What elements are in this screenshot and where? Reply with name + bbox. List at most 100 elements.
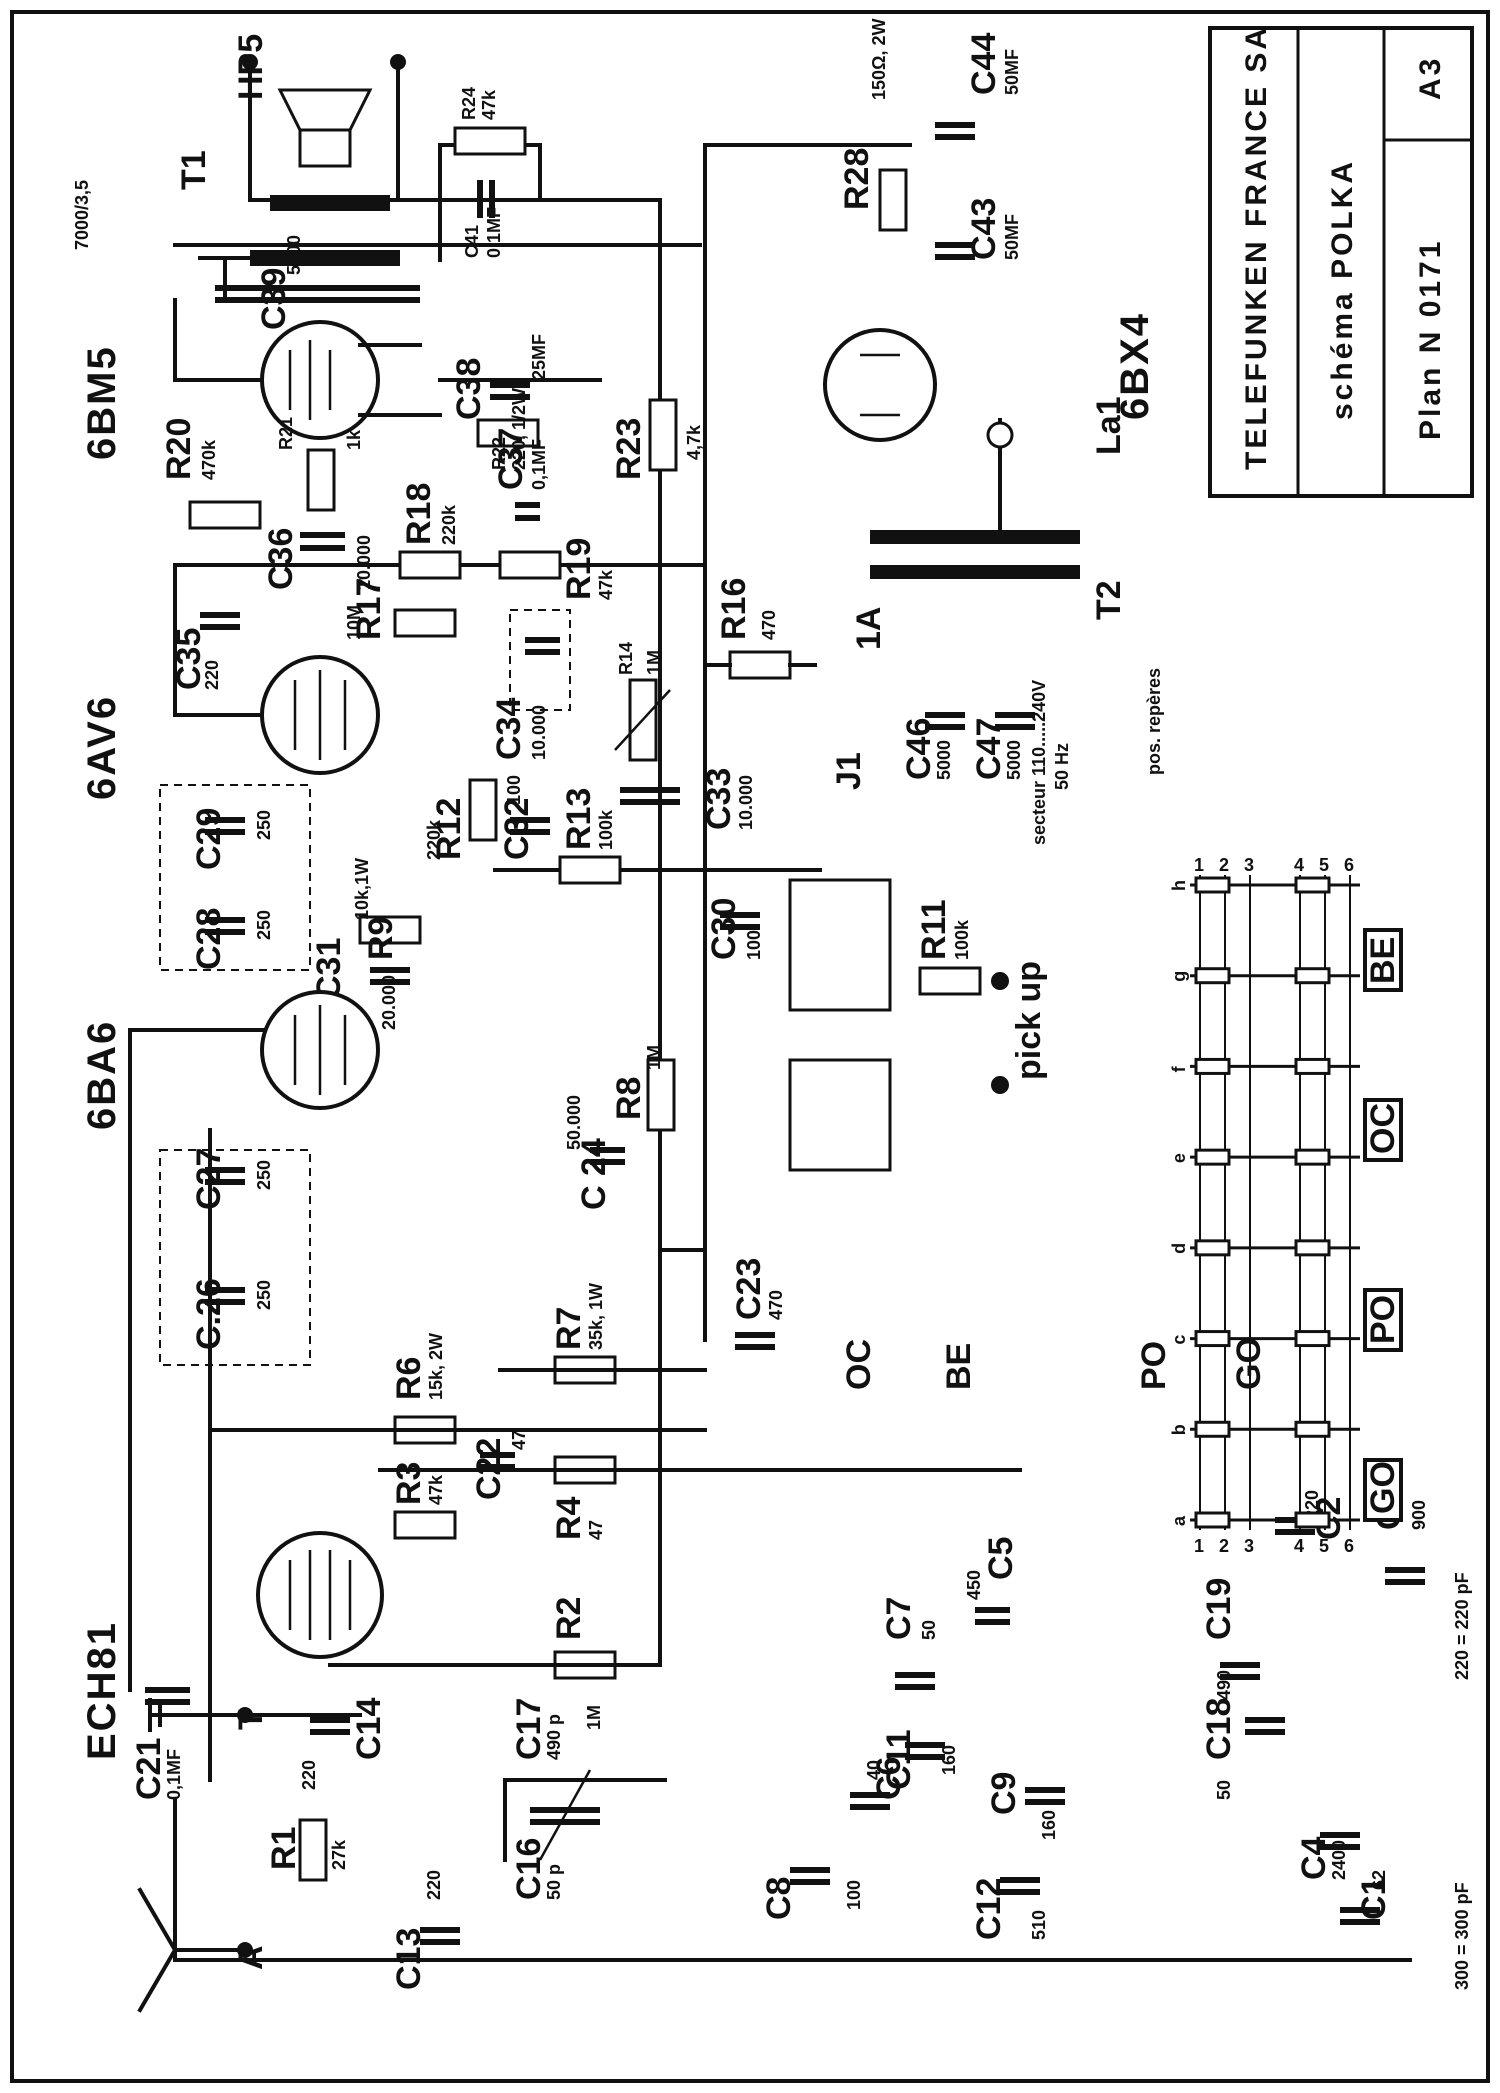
power-transformer-t2: La1 T2 C46 5000 C47 5000 secteur 110....…: [830, 396, 1128, 845]
switch-contact: [1194, 1420, 1231, 1438]
label-c36: C36: [262, 528, 300, 590]
label-c44: C44: [965, 33, 1003, 95]
switch-band-label: GO: [1364, 1461, 1402, 1514]
label-r21: R21: [276, 417, 296, 450]
label-r13: R13: [560, 788, 598, 850]
value-c30: 100: [744, 930, 764, 960]
value-c1: 62: [1369, 1870, 1389, 1890]
label-r14: R14: [616, 642, 636, 675]
value-c31: 20.000: [379, 975, 399, 1030]
switch-band-label: OC: [1364, 1103, 1402, 1154]
r24-c41: R24 47k C41 0,1MF: [453, 87, 527, 258]
label-r19: R19: [560, 538, 598, 600]
label-c46: C46: [900, 718, 938, 780]
switch-column-label: f: [1169, 1065, 1189, 1072]
label-oc: OC: [840, 1339, 878, 1390]
value-c6: 40: [864, 1760, 884, 1780]
label-c39: C39: [255, 268, 293, 330]
label-tube-6av6: 6AV6: [80, 695, 124, 800]
switch-contact: [1294, 1239, 1331, 1257]
label-hp5: HP5: [232, 34, 270, 100]
switch-band-label: BE: [1364, 937, 1402, 984]
value-r14: 1M: [644, 650, 664, 675]
value-c22: 47: [509, 1430, 529, 1450]
label-r17: R17: [350, 578, 388, 640]
label-c4: C4: [1295, 1836, 1333, 1880]
label-c18: C18: [1200, 1698, 1238, 1760]
switch-row-label: 6: [1344, 1536, 1354, 1556]
value-c8: 100: [844, 1880, 864, 1910]
label-r22: R22: [489, 437, 509, 470]
r2-r3-r4-c22-c14-c21: R3 47k C22 47 R4 47 R2 1M C14 220 C21 0,…: [130, 1248, 1022, 1800]
label-c8: C8: [760, 1877, 798, 1920]
label-c28: C28: [190, 908, 228, 970]
switch-column-label: b: [1169, 1424, 1189, 1435]
label-r28: R28: [838, 148, 876, 210]
r8-c24: R8 1M C 24 50.000: [564, 1045, 676, 1210]
label-c33: C33: [700, 768, 738, 830]
value-r11: 100k: [952, 919, 972, 960]
label-r7: R7: [550, 1307, 588, 1350]
switch-row-label-top: 1: [1194, 855, 1204, 875]
label-c43: C43: [965, 198, 1003, 260]
label-po: PO: [1135, 1341, 1173, 1390]
value-r28: 150Ω, 2W: [869, 19, 889, 100]
label-c11: C11: [880, 1730, 918, 1791]
label-r8: R8: [610, 1077, 648, 1120]
label-c38: C38: [450, 358, 488, 420]
label-tube-6ba6: 6BA6: [80, 1020, 124, 1130]
label-la1: La1: [1090, 396, 1128, 455]
value-r4: 47: [586, 1520, 606, 1540]
value-c28: 250: [254, 910, 274, 940]
value-c11: 160: [939, 1745, 959, 1775]
label-c34: C34: [490, 698, 528, 760]
value-c21: 0,1MF: [164, 1749, 184, 1800]
value-c37: 0,1MF: [529, 439, 549, 490]
label-tube-ech81: ECH81: [80, 1621, 124, 1760]
label-c13: C13: [390, 1928, 428, 1990]
label-freq: 50 Hz: [1052, 743, 1072, 790]
switch-band-box: [1363, 928, 1403, 992]
title-schema: schéma POLKA: [1326, 159, 1359, 420]
switch-row-label-top: 3: [1244, 855, 1254, 875]
label-c7: C7: [880, 1597, 918, 1640]
value-c35: 220: [202, 660, 222, 690]
value-c17: 490 p: [544, 1714, 564, 1760]
label-pos-reperes: pos. repères: [1144, 668, 1164, 775]
switch-row-label: 4: [1294, 1536, 1304, 1556]
value-r7: 35k, 1W: [586, 1283, 606, 1350]
label-c17: C17: [510, 1698, 548, 1760]
label-c5: C5: [982, 1537, 1020, 1580]
value-c12: 510: [1029, 1910, 1049, 1940]
label-tube-6bx4: 6BX4: [1113, 312, 1157, 420]
value-r16: 470: [759, 610, 779, 640]
value-r9: 10k,1W: [352, 858, 372, 920]
r23: R23 4,7k: [610, 398, 704, 480]
switch-band-label: PO: [1364, 1295, 1402, 1344]
value-r8: 1M: [644, 1045, 664, 1070]
switch-contact: [1294, 967, 1331, 985]
label-r2: R2: [550, 1597, 588, 1640]
label-r24: R24: [459, 87, 479, 120]
c39: 5000 C39: [215, 235, 420, 330]
label-r4: R4: [550, 1496, 588, 1540]
switch-row-label: 3: [1244, 1536, 1254, 1556]
value-c39: 5000: [284, 235, 304, 275]
value-r24: 47k: [479, 89, 499, 120]
value-r17: 10M: [344, 605, 364, 640]
value-r2: 1M: [584, 1705, 604, 1730]
switch-contact: [1294, 1511, 1331, 1529]
title-block: TELEFUNKEN FRANCE SA schéma POLKA Plan N…: [1208, 25, 1474, 498]
value-c46: 5000: [934, 740, 954, 780]
tube-6bm5: 6BM5: [80, 298, 602, 460]
value-r12: 220k: [424, 819, 444, 860]
value-r19: 47k: [596, 569, 616, 600]
supply-rails: [128, 143, 1412, 1962]
title-sheet: A3: [1414, 56, 1447, 100]
label-c37: C37: [492, 428, 530, 490]
pickup-input: R11 100k pick up: [788, 878, 1048, 1172]
title-plan: Plan N 0171: [1414, 239, 1447, 440]
label-j1: J1: [830, 752, 868, 790]
value-c32: 100: [504, 775, 524, 805]
label-c9: C9: [985, 1772, 1023, 1815]
